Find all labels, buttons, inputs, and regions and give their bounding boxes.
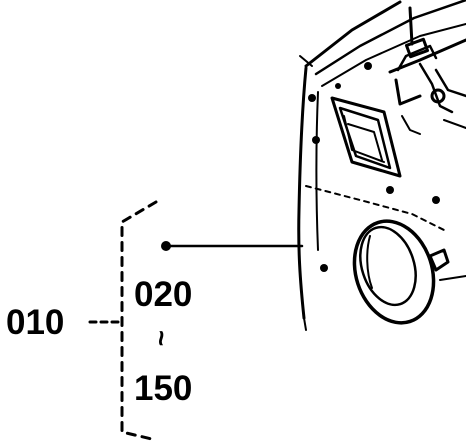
callout-range-separator: ~	[146, 330, 177, 346]
housing-casting-drawing	[297, 0, 466, 331]
callout-label-group: 010	[6, 303, 64, 342]
leader-line	[161, 241, 304, 251]
callout-label-range-end: 150	[134, 369, 192, 408]
callout-label-range-start: 020	[134, 275, 192, 314]
callout-bracket	[88, 200, 158, 442]
